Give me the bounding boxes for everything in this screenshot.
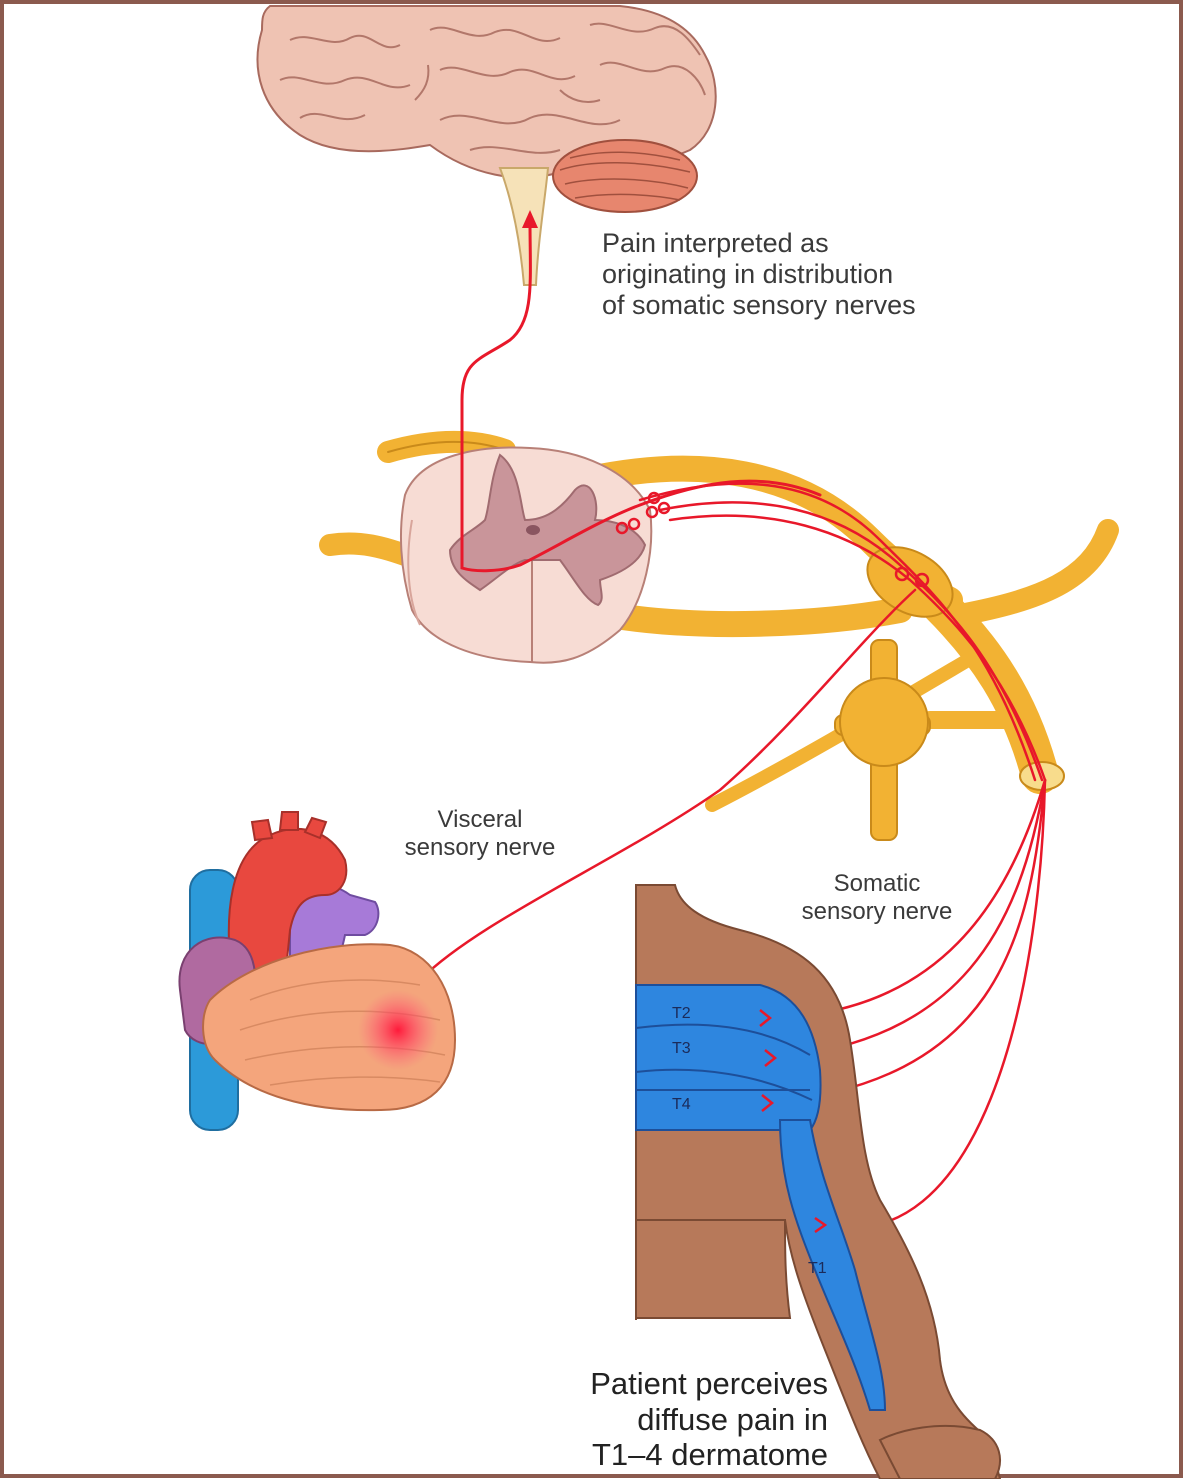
sympathetic-ganglion — [835, 640, 930, 840]
cerebellum — [553, 140, 697, 212]
somatic-nerve-line-1: Somatic — [762, 870, 992, 898]
pain-interpreted-line-2: originating in distribution — [602, 259, 916, 290]
visceral-nerve-line-1: Visceral — [360, 806, 600, 834]
pain-site-glow — [358, 990, 438, 1070]
pain-interpreted-line-3: of somatic sensory nerves — [602, 290, 916, 321]
pain-interpreted-label: Pain interpreted as originating in distr… — [602, 228, 916, 321]
visceral-nerve-label: Visceral sensory nerve — [360, 806, 600, 861]
dermatome-label-t4: T4 — [672, 1096, 691, 1113]
spinal-cord — [401, 448, 651, 663]
dermatome-label-t1: T1 — [808, 1260, 827, 1277]
visceral-nerve-line-2: sensory nerve — [360, 834, 600, 862]
hand — [880, 1426, 1000, 1479]
patient-perceives-label: Patient perceives diffuse pain in T1–4 d… — [488, 1366, 828, 1473]
patient-perceives-line-1: Patient perceives — [488, 1366, 828, 1402]
somatic-nerve-label: Somatic sensory nerve — [762, 870, 992, 925]
patient-perceives-line-3: T1–4 dermatome — [488, 1437, 828, 1473]
patient-perceives-line-2: diffuse pain in — [488, 1402, 828, 1438]
dermatome-band-upper — [636, 985, 821, 1130]
somatic-nerve-line-2: sensory nerve — [762, 898, 992, 926]
dermatome-label-t3: T3 — [672, 1040, 691, 1057]
pain-interpreted-line-1: Pain interpreted as — [602, 228, 916, 259]
dermatome-label-t2: T2 — [672, 1005, 691, 1022]
